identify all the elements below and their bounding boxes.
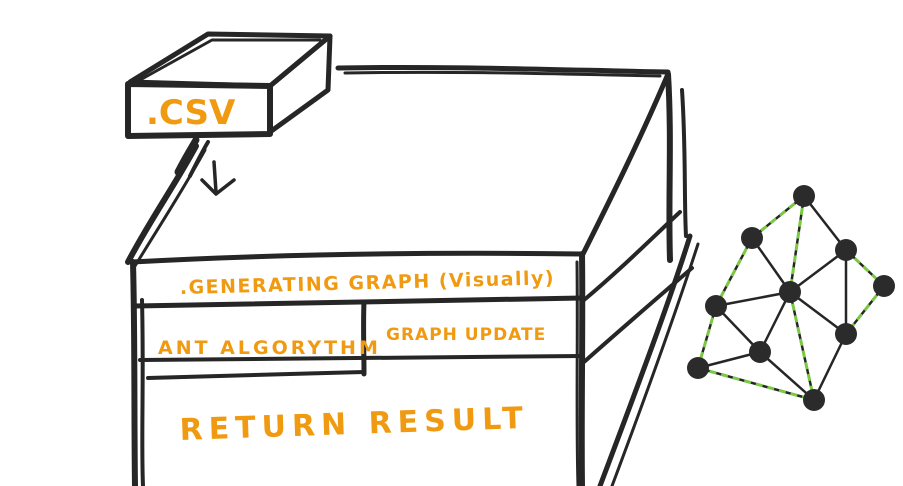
graph-edge [751, 195, 805, 239]
graph-node [873, 275, 895, 297]
graph-edge [715, 290, 791, 308]
graph-edge [759, 351, 815, 401]
graph-node [705, 295, 727, 317]
graph-edge-highlight [788, 195, 806, 293]
graph-edge-highlight [788, 291, 816, 401]
graph-node [803, 389, 825, 411]
csv-file-box: .CSV [125, 31, 333, 139]
generating-graph-label: .GENERATING GRAPH (Visually) [180, 267, 556, 299]
graph-node [835, 239, 857, 261]
graph-node [687, 357, 709, 379]
graph-node [793, 185, 815, 207]
graph-node [835, 323, 857, 345]
graph-edge [750, 237, 792, 293]
graph-edge-highlight [714, 237, 754, 307]
graph-node [749, 341, 771, 363]
graph-edge [789, 249, 847, 293]
graph-edge [789, 291, 847, 335]
graph-edge-highlight [697, 366, 815, 402]
network-graph [687, 185, 895, 411]
graph-update-label: GRAPH UPDATE [386, 325, 546, 345]
graph-edge [812, 333, 848, 401]
down-arrow-icon [200, 160, 236, 196]
graph-node [741, 227, 763, 249]
graph-node [779, 281, 801, 303]
graph-edge-highlight [844, 248, 886, 288]
ant-algorithm-label: ANT ALGORYTHM [158, 337, 381, 359]
return-result-label: RETURN RESULT [179, 401, 529, 448]
graph-edge [758, 291, 792, 353]
graph-edge [803, 195, 847, 251]
csv-label: .CSV [146, 93, 236, 133]
csv-to-block-connector [174, 136, 210, 178]
